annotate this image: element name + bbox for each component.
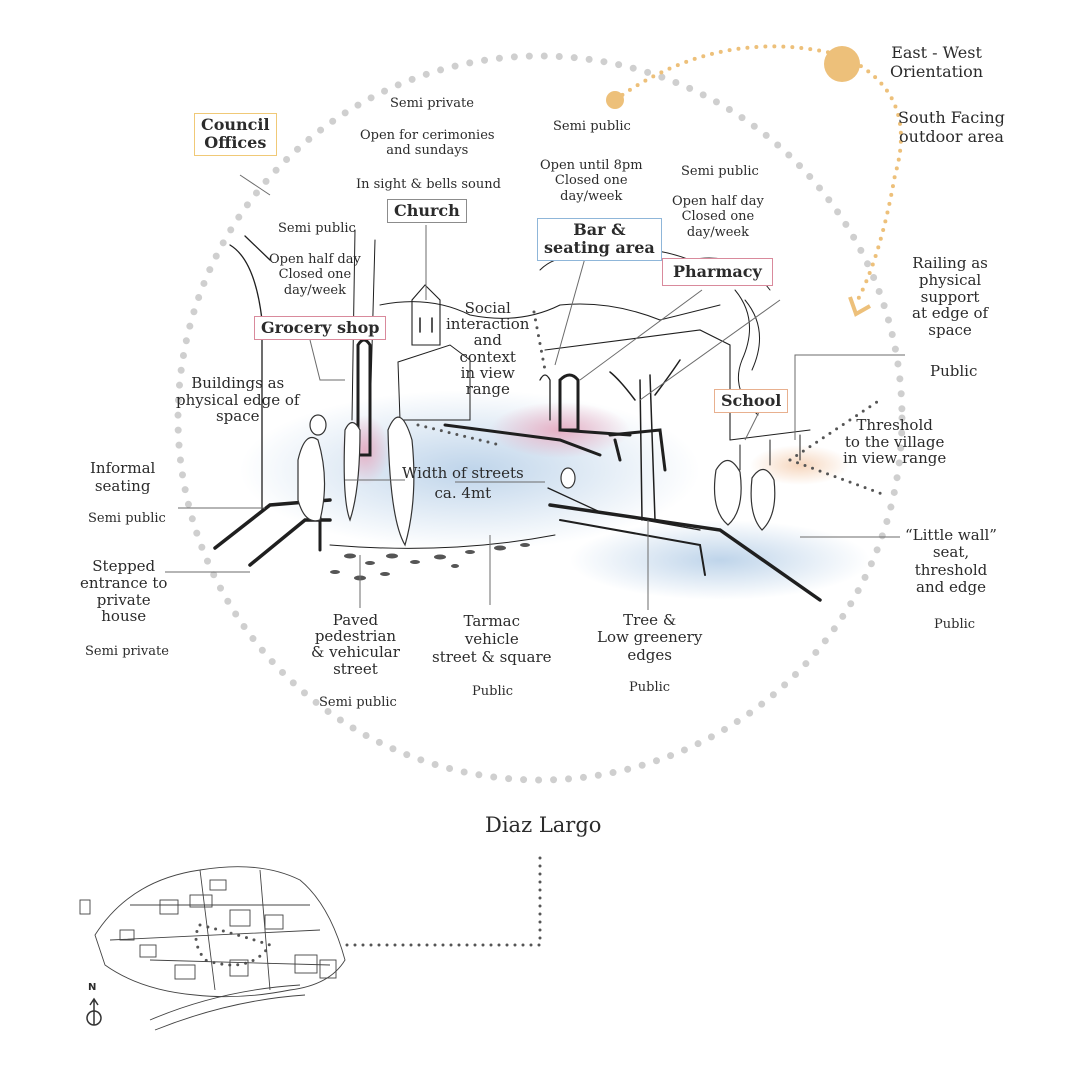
little-wall-label: “Little wall” seat, threshold and edge xyxy=(905,526,997,596)
place-grocery: Grocery shop xyxy=(254,316,387,341)
stepped-entrance-label: Stepped entrance to private house xyxy=(80,557,168,626)
compass-north-label: N xyxy=(88,982,97,993)
cobblestones xyxy=(330,543,530,581)
orientation-label: East - West Orientation xyxy=(890,43,984,81)
street-width-label: Width of streets ca. 4mt xyxy=(402,464,524,503)
informal-seating-label: Informal seating xyxy=(90,459,156,495)
church-bells-label: In sight & bells sound xyxy=(356,177,501,192)
sun-arrow-icon xyxy=(848,296,871,317)
sun-small-icon xyxy=(606,91,624,109)
compass xyxy=(86,997,102,1026)
informal-privacy-label: Semi public xyxy=(88,511,166,526)
railing-privacy-label: Public xyxy=(930,362,978,380)
tarmac-privacy-label: Public xyxy=(472,684,514,699)
grocery-hours-label: Open half day Closed one day/week xyxy=(269,252,361,298)
buildings-edge-label: Buildings as physical edge of space xyxy=(176,374,300,425)
sun-icon xyxy=(824,46,860,82)
sightlines xyxy=(194,310,887,967)
place-school: School xyxy=(714,389,789,414)
frame-dotted-circle xyxy=(174,52,906,784)
stepped-privacy-label: Semi private xyxy=(85,644,169,659)
people-figures xyxy=(297,414,776,547)
bar-hours-label: Open until 8pm Closed one day/week xyxy=(540,158,643,204)
pharmacy-hours-label: Open half day Closed one day/week xyxy=(672,194,764,240)
place-church: Church xyxy=(387,199,467,224)
place-council-offices: Council Offices xyxy=(194,113,277,156)
page-title: Diaz Largo xyxy=(485,813,602,837)
paved-privacy-label: Semi public xyxy=(319,695,397,710)
pharmacy-privacy-label: Semi public xyxy=(681,164,759,179)
railing-label: Railing as physical support at edge of s… xyxy=(912,254,989,340)
village-map xyxy=(79,866,346,1031)
grocery-privacy-label: Semi public xyxy=(278,221,356,236)
church-privacy-label: Semi private xyxy=(390,96,474,111)
bar-privacy-label: Semi public xyxy=(553,119,631,134)
tarmac-label: Tarmac vehicle street & square xyxy=(432,612,552,666)
sun-path xyxy=(606,44,903,317)
paved-street-label: Paved pedestrian & vehicular street xyxy=(311,611,400,678)
place-pharmacy: Pharmacy xyxy=(662,258,773,287)
leader-lines xyxy=(165,174,905,610)
threshold-label: Threshold to the village in view range xyxy=(843,416,947,467)
tree-privacy-label: Public xyxy=(629,680,671,695)
church-open-label: Open for cerimonies and sundays xyxy=(360,128,495,159)
south-facing-label: South Facing outdoor area xyxy=(898,108,1005,146)
social-interaction-label: Social interaction and context in view r… xyxy=(446,299,530,398)
place-bar: Bar & seating area xyxy=(537,218,662,261)
tree-greenery-label: Tree & Low greenery edges xyxy=(597,611,703,664)
little-wall-privacy-label: Public xyxy=(934,617,976,632)
